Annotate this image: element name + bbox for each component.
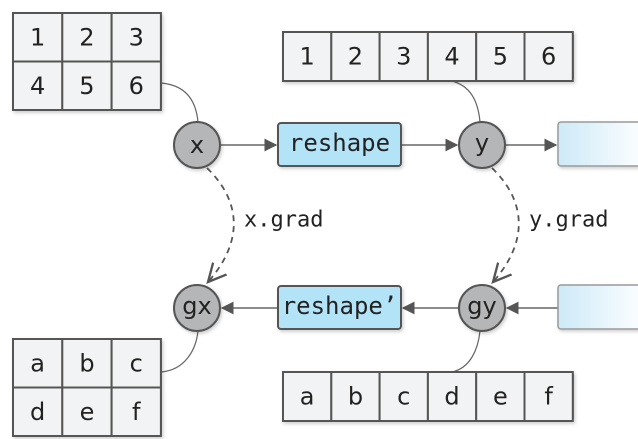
grad-tensor-gx-cell-value: c <box>130 349 143 377</box>
y-grad-arrow <box>492 167 520 282</box>
x-grad-label: x.grad <box>244 208 323 233</box>
function-reshape-prime[interactable]: reshape’ <box>277 285 402 330</box>
grad-tensor-gx-cell <box>110 338 162 389</box>
grad-tensor-gy-cell-value: b <box>348 383 363 411</box>
function-reshape-prime-label: reshape’ <box>282 292 398 320</box>
input-tensor-x-cell <box>110 12 162 63</box>
grad-tensor-gx-cell <box>110 386 162 437</box>
output-tensor-y-cell-value: 3 <box>396 43 411 71</box>
input-tensor-x-cell-value: 1 <box>30 23 45 51</box>
grad-tensor-gy-cell <box>523 371 574 422</box>
grad-tensor-gx: a b c d e f <box>12 338 162 437</box>
input-tensor-x-cell <box>61 60 113 111</box>
x-grad-arrow <box>207 167 235 282</box>
node-gx-label: gx <box>182 292 211 320</box>
grad-tensor-gx-cell-value: a <box>30 349 45 377</box>
next-function-faded <box>557 121 638 167</box>
output-tensor-y-cell-value: 4 <box>444 43 459 71</box>
y-grad-label: y.grad <box>529 208 608 233</box>
input-tensor-x-cell <box>12 12 64 63</box>
input-tensor-x-cell-value: 4 <box>30 72 45 100</box>
grad-tensor-gy-cell <box>330 371 381 422</box>
grad-tensor-gx-cell-value: f <box>132 398 141 426</box>
input-tensor-x: 1 2 3 4 5 6 <box>12 12 162 111</box>
input-tensor-x-cell-value: 6 <box>129 72 144 100</box>
input-tensor-x-cell <box>12 60 64 111</box>
output-tensor-y-cell <box>330 31 381 82</box>
grad-tensor-gy-cell <box>378 371 429 422</box>
function-reshape[interactable]: reshape <box>277 122 402 167</box>
variable-node-y[interactable]: y <box>458 121 506 169</box>
grad-tensor-gx-cell-value: d <box>30 398 45 426</box>
output-tensor-y-cell-value: 2 <box>348 43 363 71</box>
grad-tensor-gy-cell-value: d <box>444 383 459 411</box>
y-tensor-link <box>451 80 481 123</box>
gy-tensor-link <box>451 330 481 373</box>
input-tensor-x-cell-value: 3 <box>129 23 144 51</box>
input-tensor-x-cell-value: 5 <box>79 72 94 100</box>
grad-tensor-gy-cell-value: e <box>493 383 508 411</box>
grad-tensor-gy: a b c d e f <box>282 371 574 422</box>
function-reshape-label: reshape <box>289 129 390 157</box>
input-tensor-x-cell <box>61 12 113 63</box>
gx-tensor-link <box>160 330 199 373</box>
variable-node-gx[interactable]: gx <box>173 284 221 332</box>
grad-tensor-gy-cell-value: a <box>300 383 315 411</box>
grad-tensor-gx-cell-value: e <box>80 398 95 426</box>
grad-tensor-gy-cell-value: c <box>397 383 410 411</box>
variable-node-x[interactable]: x <box>173 121 221 169</box>
output-tensor-y-cell <box>523 31 574 82</box>
output-tensor-y-cell-value: 5 <box>493 43 508 71</box>
grad-tensor-gx-cell-value: b <box>79 349 94 377</box>
output-tensor-y-cell <box>426 31 478 82</box>
x-tensor-link <box>160 82 199 123</box>
node-y-label: y <box>475 129 489 157</box>
output-tensor-y-cell-value: 1 <box>300 43 315 71</box>
variable-node-gy[interactable]: gy <box>458 284 506 332</box>
output-tensor-y-cell <box>378 31 429 82</box>
grad-tensor-gx-cell <box>12 386 64 437</box>
input-tensor-x-cell-value: 2 <box>79 23 94 51</box>
node-gy-label: gy <box>467 292 496 320</box>
grad-tensor-gx-cell <box>61 386 113 437</box>
node-x-label: x <box>190 131 204 159</box>
next-grad-function-faded <box>557 284 638 330</box>
output-tensor-y: 1 2 3 4 5 6 <box>282 31 574 82</box>
output-tensor-y-cell <box>475 31 526 82</box>
grad-tensor-gy-cell-value: f <box>544 383 553 411</box>
output-tensor-y-cell-value: 6 <box>541 43 556 71</box>
input-tensor-x-cell <box>110 60 162 111</box>
grad-tensor-gx-cell <box>12 338 64 389</box>
